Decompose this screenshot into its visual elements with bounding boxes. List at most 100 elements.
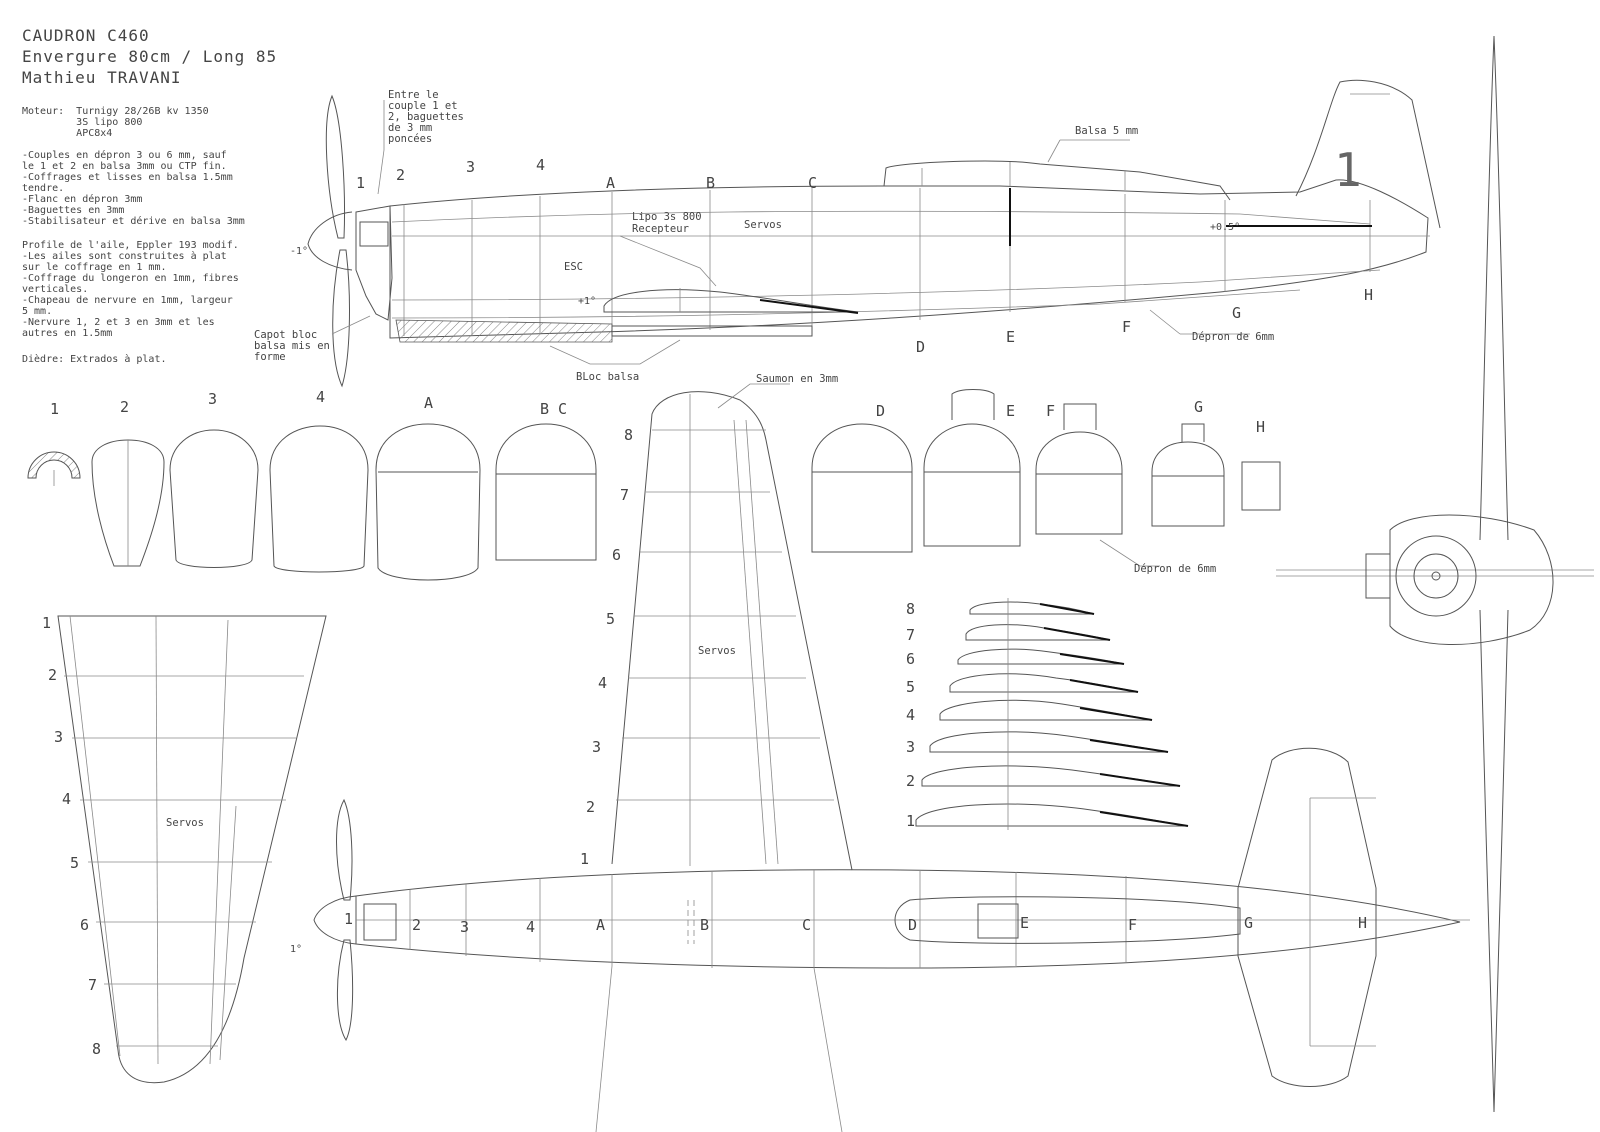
propeller-blade-lower [332, 249, 350, 388]
former-2 [91, 439, 165, 567]
side-station-f: F [1122, 318, 1131, 336]
construction-note-2: le 1 et 2 en balsa 3mm ou CTP fin. [22, 161, 227, 172]
leader-depron-formers [1099, 539, 1160, 567]
between-note-1: Entre le [388, 89, 439, 101]
leader-saumon [717, 383, 790, 409]
between-note-2: couple 1 et [388, 100, 458, 112]
airfoil-5-te [1069, 679, 1139, 693]
turtle-deck [883, 160, 1231, 201]
top-view: 1° 1 2 3 4 A B C D E F G H [290, 747, 1470, 1132]
motor-note-3: APC8x4 [22, 128, 112, 139]
top-wing-te [813, 967, 843, 1132]
top-cockpit [977, 903, 1019, 939]
capot-note-2: balsa mis en [254, 340, 330, 352]
top-station-a: A [596, 916, 605, 934]
wing-trailing-edge [759, 299, 859, 314]
stabilizer-plan: Saumon en 3mm Servos 8 7 6 5 4 3 2 1 [580, 373, 853, 871]
side-station-2: 2 [396, 166, 405, 184]
construction-note-5: -Flanc en dépron 3mm [22, 193, 142, 205]
wing-rib-3: 3 [54, 728, 63, 746]
stab-rib-5: 5 [606, 610, 615, 628]
construction-note-3: -Coffrages et lisses en balsa 1.5mm [22, 172, 233, 183]
wing-note-1: Profile de l'aile, Eppler 193 modif. [22, 240, 239, 251]
tail-incidence: +0.5° [1210, 222, 1240, 233]
airfoil-num-5: 5 [906, 678, 915, 696]
stringer [391, 210, 1371, 225]
esc-label: ESC [564, 261, 583, 273]
lipo-label-2: Recepteur [632, 223, 689, 235]
fuselage-side-outline [389, 179, 1429, 339]
top-station-g: G [1244, 914, 1253, 932]
lipo-label-1: Lipo 3s 800 [632, 211, 702, 223]
former-label-d: D [876, 402, 885, 420]
wing-rib-5: 5 [70, 854, 79, 872]
stringer [391, 289, 1301, 319]
bloc-balsa-label: BLoc balsa [576, 371, 639, 383]
former-label-3: 3 [208, 390, 217, 408]
wing-main-spar [155, 615, 159, 1065]
stab-rib-2: 2 [586, 798, 595, 816]
stab-hinge-2 [745, 419, 779, 865]
former-bc [495, 423, 597, 561]
wing-note-2: -Les ailes sont construites à plat [22, 250, 227, 262]
former-label-g: G [1194, 398, 1203, 416]
motor-note-2: 3S lipo 800 [22, 117, 142, 128]
side-station-a: A [606, 174, 615, 192]
wing-aileron-hinge-2 [219, 805, 237, 1061]
airfoil-6 [957, 648, 1125, 665]
top-station-d: D [908, 916, 917, 934]
leader-balsa-tip [1047, 139, 1061, 163]
leader-capot [331, 315, 371, 335]
former-label-bc: B C [540, 400, 567, 418]
construction-note-4: tendre. [22, 183, 64, 194]
wing-note-4: -Coffrage du longeron en 1mm, fibres [22, 273, 239, 284]
stab-rib-4: 4 [598, 674, 607, 692]
former-label-1: 1 [50, 400, 59, 418]
former-label-4: 4 [316, 388, 325, 406]
front-prop-lower [1479, 609, 1509, 1113]
front-spinner [1413, 553, 1459, 599]
airfoil-7 [965, 624, 1111, 641]
servos-stab-label: Servos [698, 645, 736, 657]
wing-note-8: -Nervure 1, 2 et 3 en 3mm et les [22, 317, 215, 328]
prop-incidence: -1° [290, 246, 308, 257]
between-note-3: 2, baguettes [388, 111, 464, 123]
saumon-label: Saumon en 3mm [756, 373, 838, 385]
between-note-5: poncées [388, 133, 432, 145]
front-cowl-ring [1395, 535, 1477, 617]
airfoil-ribs: 8 7 6 5 4 3 2 1 [906, 598, 1189, 830]
airfoil-num-4: 4 [906, 706, 915, 724]
wing-note-5: verticales. [22, 284, 88, 295]
construction-note-6: -Baguettes en 3mm [22, 205, 124, 216]
former-g-headrest [1181, 423, 1205, 442]
airfoil-7-te [1043, 627, 1111, 641]
wing-plan: Servos 1 2 3 4 5 6 7 8 [42, 614, 327, 1084]
construction-notes: Moteur: Turnigy 28/26B kv 1350 3S lipo 8… [22, 106, 245, 365]
wing-rib-4: 4 [62, 790, 71, 808]
wing-leading-spar [69, 615, 121, 1057]
airfoil-num-1: 1 [906, 812, 915, 830]
airfoil-1-te [1099, 811, 1189, 827]
fin-number: 1 [1334, 143, 1362, 197]
construction-note-1: -Couples en dépron 3 ou 6 mm, sauf [22, 149, 227, 161]
between-note-4: de 3 mm [388, 122, 432, 134]
wing-seat [611, 325, 813, 337]
fin-outline [1295, 79, 1441, 229]
wing-note-9: autres en 1.5mm [22, 328, 112, 339]
former-1 [27, 451, 81, 479]
depron-side-label: Dépron de 6mm [1192, 331, 1274, 343]
wing-rib-8: 8 [92, 1040, 101, 1058]
wing-aileron-hinge [209, 619, 229, 1065]
side-station-3: 3 [466, 158, 475, 176]
top-stabilizer [1237, 747, 1377, 1087]
wing-section-side [603, 289, 859, 313]
airfoil-5 [949, 673, 1139, 693]
side-station-1: 1 [356, 174, 365, 192]
side-station-d: D [916, 338, 925, 356]
airfoil-num-6: 6 [906, 650, 915, 668]
top-station-3: 3 [460, 918, 469, 936]
former-label-e: E [1006, 402, 1015, 420]
top-station-c: C [802, 916, 811, 934]
front-view [1276, 35, 1594, 1113]
